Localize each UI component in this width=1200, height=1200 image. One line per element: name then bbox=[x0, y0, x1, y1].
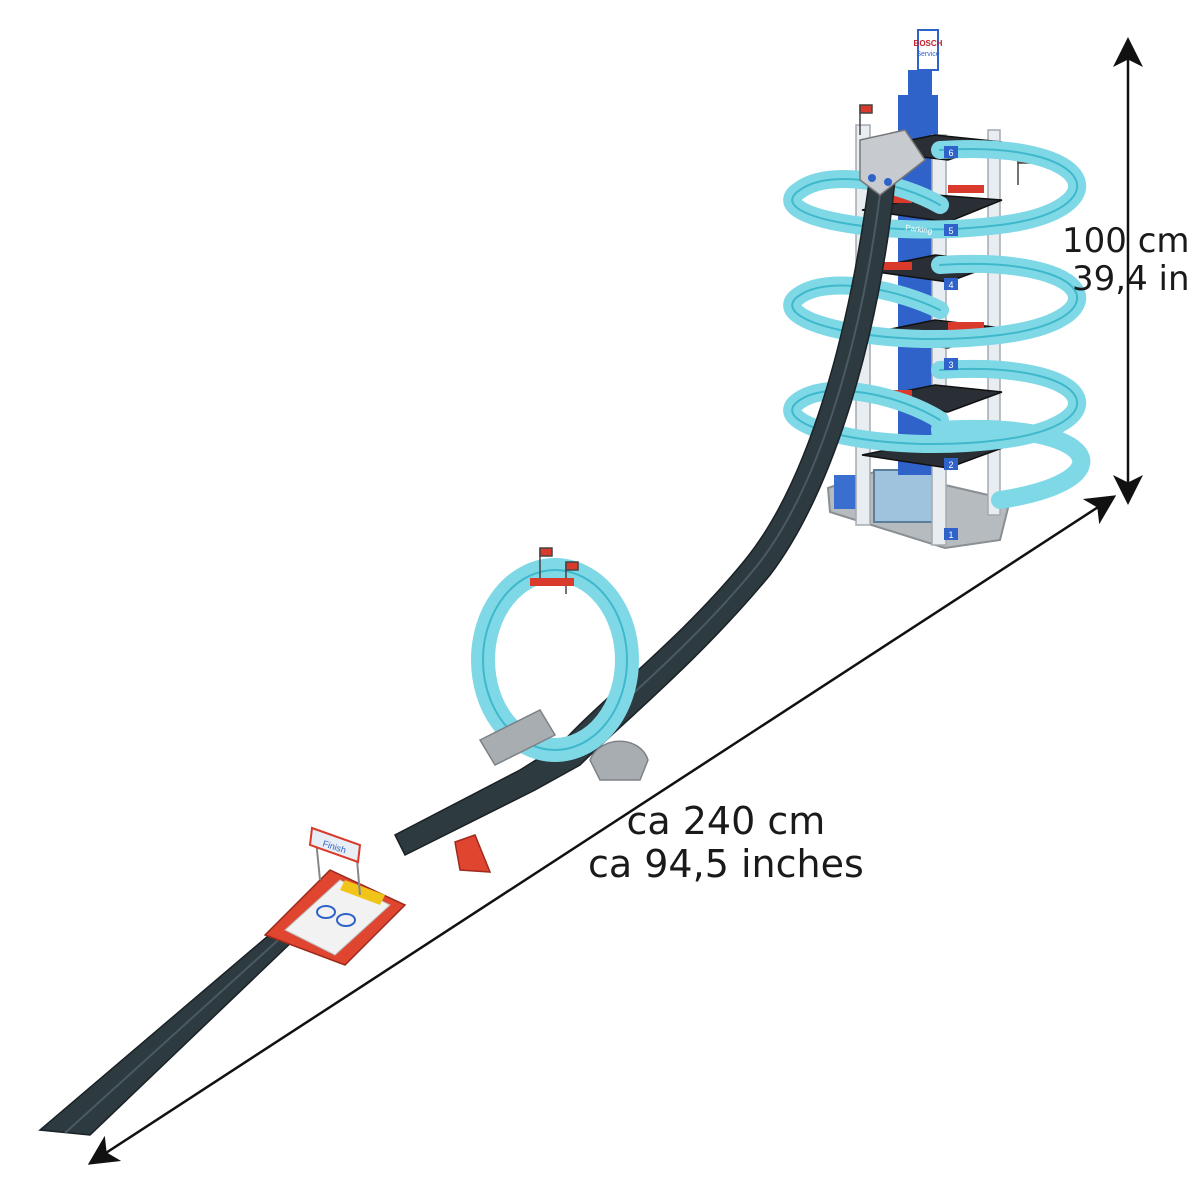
height-dimension-label: 100 cm 39,4 in bbox=[1062, 222, 1190, 298]
length-dimension-arrow bbox=[87, 495, 1117, 1165]
level-label-3: 3 bbox=[948, 360, 953, 370]
level-label-1: 1 bbox=[948, 530, 953, 540]
loop-track bbox=[471, 547, 649, 781]
height-metric: 100 cm bbox=[1062, 221, 1190, 261]
lower-straight-track bbox=[38, 914, 321, 1136]
length-metric: ca 240 cm bbox=[626, 799, 826, 843]
parking-sign: Parking bbox=[905, 223, 933, 236]
tower-sign-brand: BOSCH bbox=[914, 39, 943, 48]
level-label-6: 6 bbox=[948, 148, 953, 158]
length-imperial: ca 94,5 inches bbox=[588, 841, 864, 886]
length-dimension-label: ca 240 cm ca 94,5 inches bbox=[588, 800, 864, 885]
level-label-2: 2 bbox=[948, 460, 953, 470]
finish-gate: Finish bbox=[263, 826, 407, 966]
level-label-4: 4 bbox=[948, 280, 953, 290]
level-labels: 6 5 4 3 2 1 bbox=[944, 146, 958, 540]
tower-sign-sub: Service bbox=[916, 51, 939, 58]
height-imperial: 39,4 in bbox=[1072, 259, 1190, 300]
ramp-support bbox=[454, 834, 492, 873]
level-label-5: 5 bbox=[948, 226, 953, 236]
